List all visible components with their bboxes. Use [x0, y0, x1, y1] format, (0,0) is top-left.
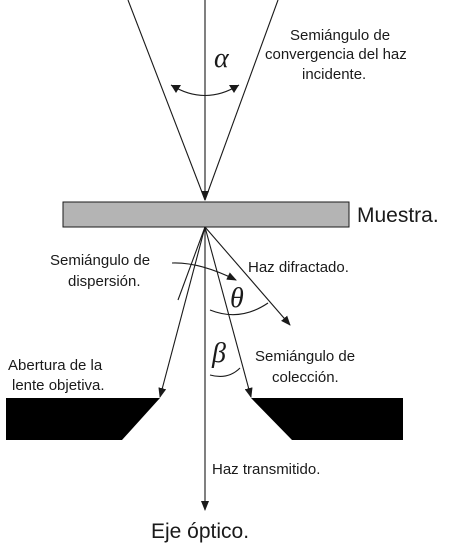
convergence-label-line3: incidente.	[302, 66, 366, 83]
aperture-label-line2: lente objetiva.	[12, 377, 105, 394]
convergence-arc-arrow	[229, 85, 239, 93]
transmitted-ray-left	[158, 226, 206, 398]
collection-label-line1: Semiángulo de	[255, 348, 355, 365]
beta-symbol: β	[211, 338, 226, 369]
scattering-label-line2: dispersión.	[68, 273, 141, 290]
collection-label-line2: colección.	[272, 369, 339, 386]
transmitted-ray-right	[204, 226, 253, 398]
specimen-label: Muestra.	[357, 204, 439, 227]
collection-angle-arc	[209, 367, 241, 377]
convergence-label-line1: Semiángulo de	[290, 27, 390, 44]
optical-axis-label: Eje óptico.	[151, 520, 249, 543]
specimen	[62, 201, 350, 228]
aperture-label-line1: Abertura de la	[8, 357, 103, 374]
alpha-symbol: α	[214, 43, 230, 74]
diffracted-ray	[204, 226, 291, 326]
convergence-arc-arrow-left	[171, 85, 181, 93]
aperture-plate-left	[6, 398, 160, 440]
diffracted-label: Haz difractado.	[248, 259, 349, 276]
transmitted-label: Haz transmitido.	[212, 461, 320, 478]
scattering-angle-arc	[209, 302, 269, 316]
scattering-label-line1: Semiángulo de	[50, 252, 150, 269]
scatter-ray-left	[177, 226, 206, 301]
theta-symbol: θ	[230, 283, 244, 314]
incident-ray-right	[204, 0, 279, 201]
incident-ray-left	[127, 0, 206, 201]
aperture-plate-right	[251, 398, 403, 440]
convergence-label-line2: convergencia del haz	[265, 46, 407, 63]
scattering-pointer	[171, 262, 237, 281]
